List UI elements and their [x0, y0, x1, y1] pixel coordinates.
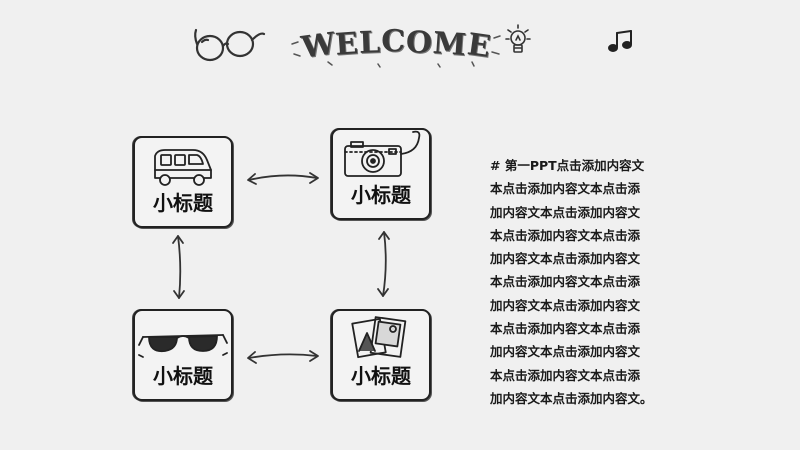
card-bottom-left[interactable]: 小标题 [133, 309, 233, 401]
card-title: 小标题 [351, 364, 411, 388]
sunglasses-icon [138, 334, 228, 358]
body-text-line: 加内容文本点击添加内容文。 [490, 390, 653, 406]
body-text-line: 本点击添加内容文本点击添 [490, 274, 641, 290]
music-note-icon [608, 30, 632, 52]
body-text: # 第一PPT点击添加内容文本点击添加内容文本点击添加内容文本点击添加内容文本点… [490, 154, 680, 410]
welcome-title: WELCOME [298, 24, 494, 66]
glasses-icon [194, 28, 266, 62]
arrow-horizontal-bottom [247, 350, 319, 364]
card-top-left[interactable]: 小标题 [133, 136, 233, 228]
body-text-line: 本点击添加内容文本点击添 [490, 367, 641, 383]
body-text-line: 本点击添加内容文本点击添 [490, 321, 641, 337]
card-title: 小标题 [153, 364, 213, 388]
card-top-right[interactable]: 小标题 [331, 128, 431, 220]
welcome-dashes [291, 35, 501, 68]
arrow-vertical-left [172, 235, 185, 299]
card-title: 小标题 [351, 183, 411, 207]
card-bottom-right[interactable]: 小标题 [331, 309, 431, 401]
card-title: 小标题 [153, 191, 213, 215]
camera-icon [344, 130, 421, 177]
body-text-line: 加内容文本点击添加内容文 [490, 251, 641, 267]
lightbulb-icon [505, 24, 531, 53]
body-text-line: 本点击添加内容文本点击添 [490, 227, 641, 243]
body-text-line: 加内容文本点击添加内容文 [490, 344, 641, 360]
body-text-line: 本点击添加内容文本点击添 [490, 181, 641, 197]
body-text-line: 加内容文本点击添加内容文 [490, 297, 641, 313]
body-text-line: 加内容文本点击添加内容文 [490, 204, 641, 220]
arrow-vertical-right [377, 231, 390, 297]
photos-icon [351, 316, 407, 359]
arrow-horizontal-top [247, 172, 319, 185]
car-icon [154, 149, 212, 186]
body-text-line: # 第一PPT点击添加内容文 [490, 158, 645, 173]
